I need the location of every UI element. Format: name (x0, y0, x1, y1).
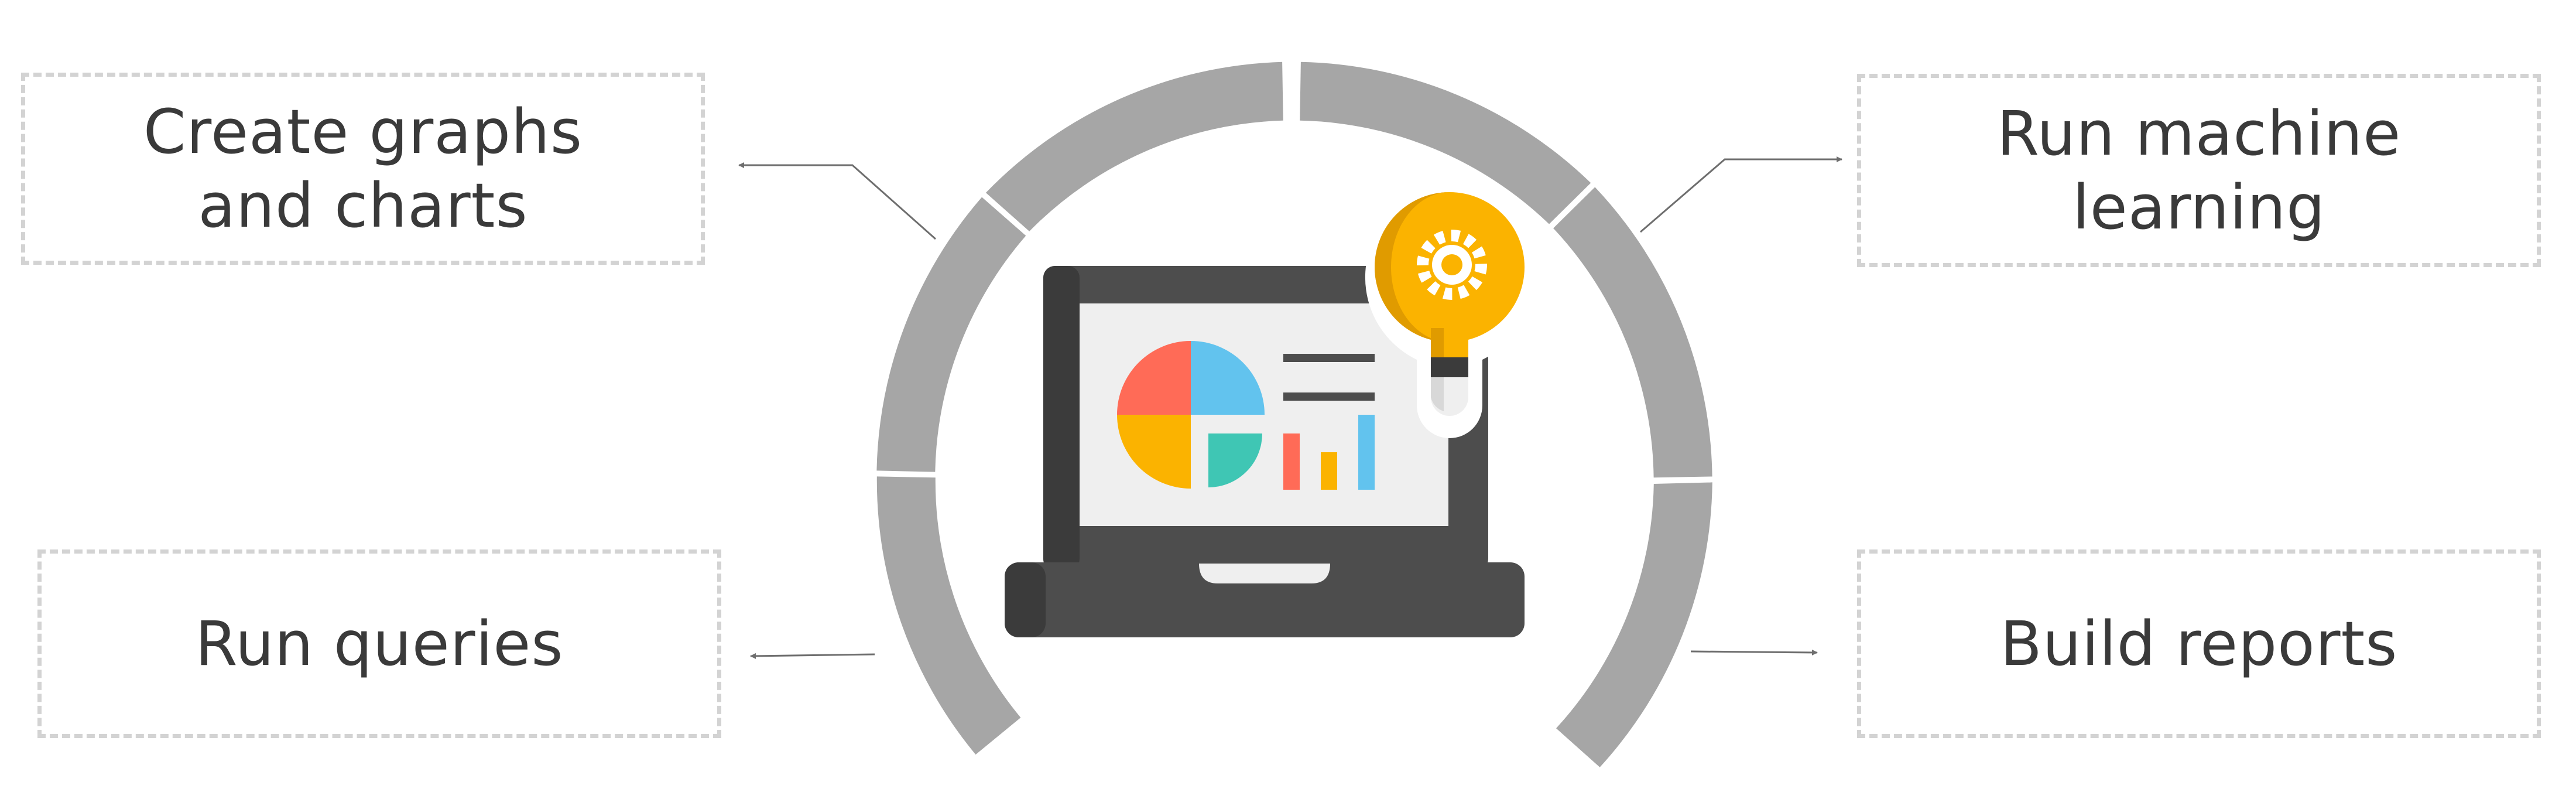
arc-segment-4 (1300, 62, 1591, 224)
label-box-run-queries: Run queries (37, 549, 721, 738)
label-box-build-reports: Build reports (1857, 549, 2541, 738)
bulb-glass-shade (1375, 192, 1450, 342)
pie-slice-teal (1208, 433, 1262, 487)
arc-segment-2 (876, 197, 1026, 472)
connector-bottom-right (1690, 649, 1818, 656)
bulb-neck-shade (1431, 328, 1444, 357)
label-create-graphs: Create graphs and charts (143, 96, 583, 241)
lightbulb-icon (1365, 186, 1534, 438)
laptop-lid-shade (1043, 266, 1080, 571)
arc-ring (876, 62, 1712, 767)
laptop-base (1005, 562, 1525, 637)
label-box-create-graphs: Create graphs and charts (21, 73, 705, 265)
screen-line-2 (1283, 392, 1375, 401)
pie-slice-blue (1191, 341, 1265, 415)
bar-blue (1358, 415, 1375, 490)
gear-hub (1441, 254, 1462, 275)
bar-chart-icon (1283, 415, 1375, 490)
pie-slice-red (1117, 341, 1191, 415)
arc-segment-5 (1553, 187, 1712, 478)
bar-yellow (1321, 452, 1337, 490)
connectors (738, 156, 1842, 659)
label-machine-learning: Run machine learning (1996, 98, 2402, 243)
label-build-reports: Build reports (2000, 608, 2398, 680)
connector-top-right (1640, 156, 1842, 233)
connector-bottom-left (750, 653, 875, 659)
screen-line-1 (1283, 354, 1375, 362)
laptop-icon (1005, 266, 1525, 637)
pie-slice-yellow (1117, 415, 1191, 489)
gear-icon (1417, 230, 1487, 300)
laptop-base-shade (1005, 562, 1046, 637)
gear-teeth (1417, 230, 1487, 300)
connector-top-left (738, 162, 936, 240)
arc-segment-1 (876, 476, 1021, 755)
bar-red (1283, 433, 1300, 490)
pie-chart-icon (1117, 341, 1265, 489)
bulb-band (1431, 357, 1468, 377)
label-run-queries: Run queries (195, 608, 564, 680)
arc-segment-3 (985, 62, 1283, 231)
bulb-base-shade (1431, 377, 1444, 411)
label-box-machine-learning: Run machine learning (1857, 74, 2541, 267)
arc-segment-6 (1556, 482, 1712, 767)
trackpad-notch (1199, 564, 1330, 583)
